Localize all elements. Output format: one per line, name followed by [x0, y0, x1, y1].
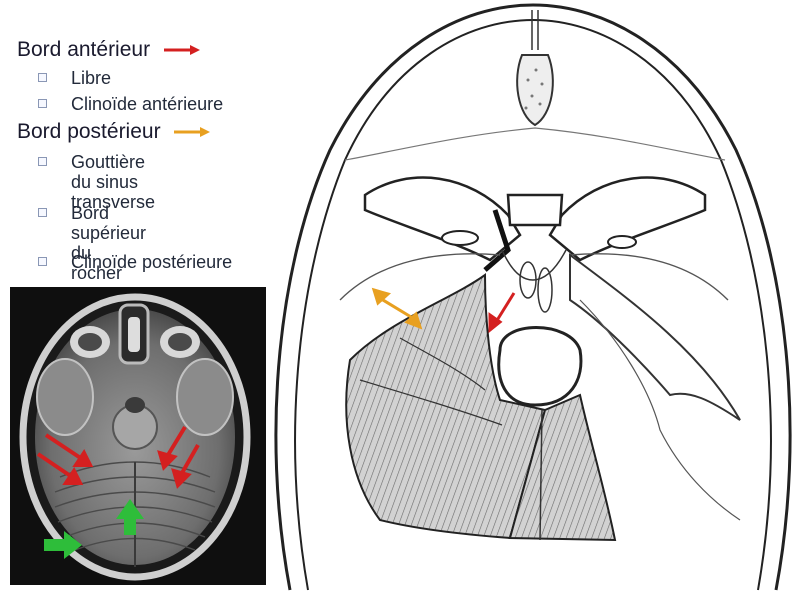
square-bullet-icon	[38, 73, 47, 82]
anterior-item-libre: Libre	[71, 68, 111, 88]
posterior-item-clinoide: Clinoïde postérieure	[71, 252, 232, 272]
red-arrow-icon	[162, 44, 202, 56]
skull-base-drawing	[270, 0, 798, 599]
square-bullet-icon	[38, 257, 47, 266]
orange-arrow-icon	[172, 126, 212, 138]
mri-axial-image	[10, 287, 266, 585]
square-bullet-icon	[38, 99, 47, 108]
anterior-border-heading: Bord antérieur	[17, 38, 202, 62]
drawing-red-arrow-icon	[490, 293, 514, 330]
posterior-border-heading: Bord postérieur	[17, 120, 212, 144]
drawing-orange-arrow-icon	[374, 290, 420, 327]
anterior-border-title: Bord antérieur	[17, 38, 150, 61]
square-bullet-icon	[38, 157, 47, 166]
square-bullet-icon	[38, 208, 47, 217]
anterior-item-clinoide: Clinoïde antérieure	[71, 94, 223, 114]
posterior-border-title: Bord postérieur	[17, 120, 161, 143]
